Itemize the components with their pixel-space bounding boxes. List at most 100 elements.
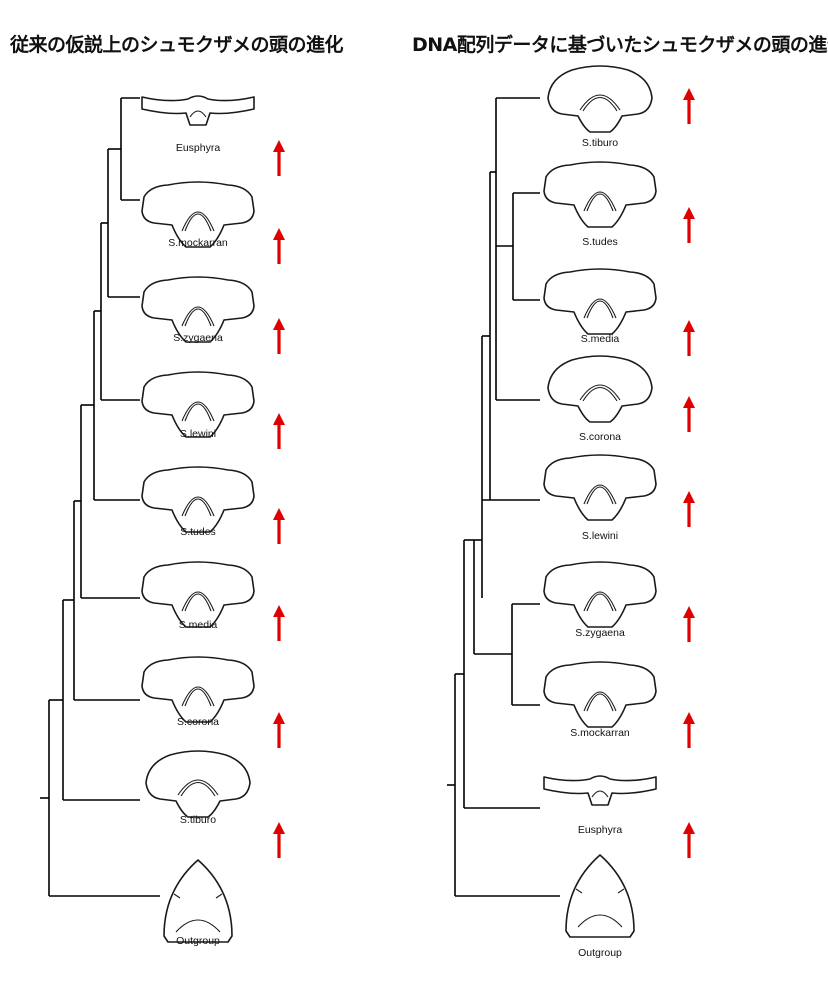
head-outline: [141, 466, 255, 533]
mouth-arc: [184, 308, 212, 327]
red-up-arrow-icon: [683, 491, 695, 527]
mouth-arc: [583, 298, 617, 319]
taxon-label: Eusphyra: [176, 142, 221, 154]
mouth-arc: [591, 790, 609, 798]
head-outline: [543, 561, 657, 628]
red-up-arrow-icon: [683, 606, 695, 642]
head-outline: [547, 65, 653, 133]
right-taxon-eusphyra: Eusphyra: [543, 775, 657, 836]
mouth-arc: [181, 401, 215, 422]
taxon-label: S.corona: [579, 431, 621, 443]
taxon-label: Outgroup: [578, 947, 622, 959]
mouth-arc: [181, 306, 215, 327]
mouth-arc: [586, 693, 614, 712]
head-outline: [543, 775, 657, 806]
taxon-label: S.zygaena: [173, 332, 223, 344]
taxon-label: Outgroup: [176, 935, 220, 947]
red-up-arrow-icon: [273, 413, 285, 449]
mouth-arc: [184, 688, 212, 707]
mouth-arc: [583, 691, 617, 712]
taxon-label: Eusphyra: [578, 824, 623, 836]
arrow-head: [683, 712, 695, 724]
mouth-arc: [586, 300, 614, 319]
head-outline: [141, 276, 255, 343]
left-taxon-szygaena: S.zygaena: [141, 276, 255, 344]
right-panel-title: DNA配列データに基づいたシュモクザメの頭の進化: [412, 34, 828, 56]
head-outline: [543, 268, 657, 335]
head-outline: [543, 661, 657, 728]
mouth-arc: [586, 193, 614, 212]
mouth-arc: [181, 211, 215, 232]
right-taxon-outgroup: Outgroup: [565, 854, 635, 959]
nostril-marks: [575, 888, 625, 894]
mouth-arc: [579, 94, 621, 111]
red-up-arrow-icon: [273, 508, 285, 544]
red-up-arrow-icon: [273, 140, 285, 176]
red-up-arrow-icon: [273, 822, 285, 858]
taxon-label: S.lewini: [180, 428, 216, 440]
left-panel-title: 従来の仮説上のシュモクザメの頭の進化: [10, 34, 344, 56]
head-outline: [565, 854, 635, 938]
mouth-arc: [177, 779, 219, 796]
left-taxon-smockarran: S.mockarran: [141, 181, 255, 249]
arrow-head: [683, 822, 695, 834]
left-taxon-stiburo: S.tiburo: [145, 750, 251, 826]
mouth-arc: [175, 919, 221, 933]
head-outline: [141, 95, 255, 126]
arrow-head: [683, 320, 695, 332]
right-taxon-stiburo: S.tiburo: [547, 65, 653, 149]
arrow-head: [683, 396, 695, 408]
left-taxon-eusphyra: Eusphyra: [141, 95, 255, 154]
red-up-arrow-icon: [683, 320, 695, 356]
red-up-arrow-icon: [273, 318, 285, 354]
mouth-arc: [184, 213, 212, 232]
arrow-head: [683, 207, 695, 219]
right-taxon-smockarran: S.mockarran: [543, 661, 657, 739]
mouth-arc: [583, 484, 617, 505]
arrow-head: [273, 712, 285, 724]
head-outline: [163, 859, 233, 943]
taxon-label: S.tudes: [582, 236, 618, 248]
taxon-label: S.lewini: [582, 530, 618, 542]
left-taxon-outgroup: Outgroup: [163, 859, 233, 947]
red-up-arrow-icon: [683, 207, 695, 243]
taxon-label: S.mockarran: [168, 237, 228, 249]
red-up-arrow-icon: [273, 228, 285, 264]
mouth-arc: [181, 686, 215, 707]
arrow-head: [273, 605, 285, 617]
mouth-arc: [577, 914, 623, 928]
red-up-arrow-icon: [683, 396, 695, 432]
head-outline: [141, 656, 255, 723]
head-outline: [145, 750, 251, 818]
nostril-marks: [173, 893, 223, 899]
mouth-arc: [180, 781, 216, 797]
mouth-arc: [582, 386, 618, 402]
head-outline: [543, 454, 657, 521]
taxon-label: S.tiburo: [180, 814, 216, 826]
arrow-head: [683, 88, 695, 100]
arrow-head: [683, 491, 695, 503]
right-tree-branches: [447, 97, 560, 897]
taxon-label: S.mockarran: [570, 727, 630, 739]
mouth-arc: [583, 591, 617, 612]
head-outline: [543, 161, 657, 228]
right-taxon-szygaena: S.zygaena: [543, 561, 657, 639]
right-taxon-studes: S.tudes: [543, 161, 657, 248]
taxon-label: S.zygaena: [575, 627, 625, 639]
red-up-arrow-icon: [683, 88, 695, 124]
mouth-arc: [184, 498, 212, 517]
arrow-head: [273, 318, 285, 330]
taxon-label: S.tiburo: [582, 137, 618, 149]
taxon-label: S.media: [179, 619, 218, 631]
right-taxon-smedia: S.media: [543, 268, 657, 345]
head-outline: [141, 181, 255, 248]
right-taxon-scorona: S.corona: [547, 355, 653, 443]
arrow-head: [273, 508, 285, 520]
arrow-head: [683, 606, 695, 618]
left-taxon-smedia: S.media: [141, 561, 255, 631]
arrow-head: [273, 822, 285, 834]
left-taxon-slewini: S.lewini: [141, 371, 255, 440]
taxon-label: S.media: [581, 333, 620, 345]
mouth-arc: [582, 96, 618, 112]
